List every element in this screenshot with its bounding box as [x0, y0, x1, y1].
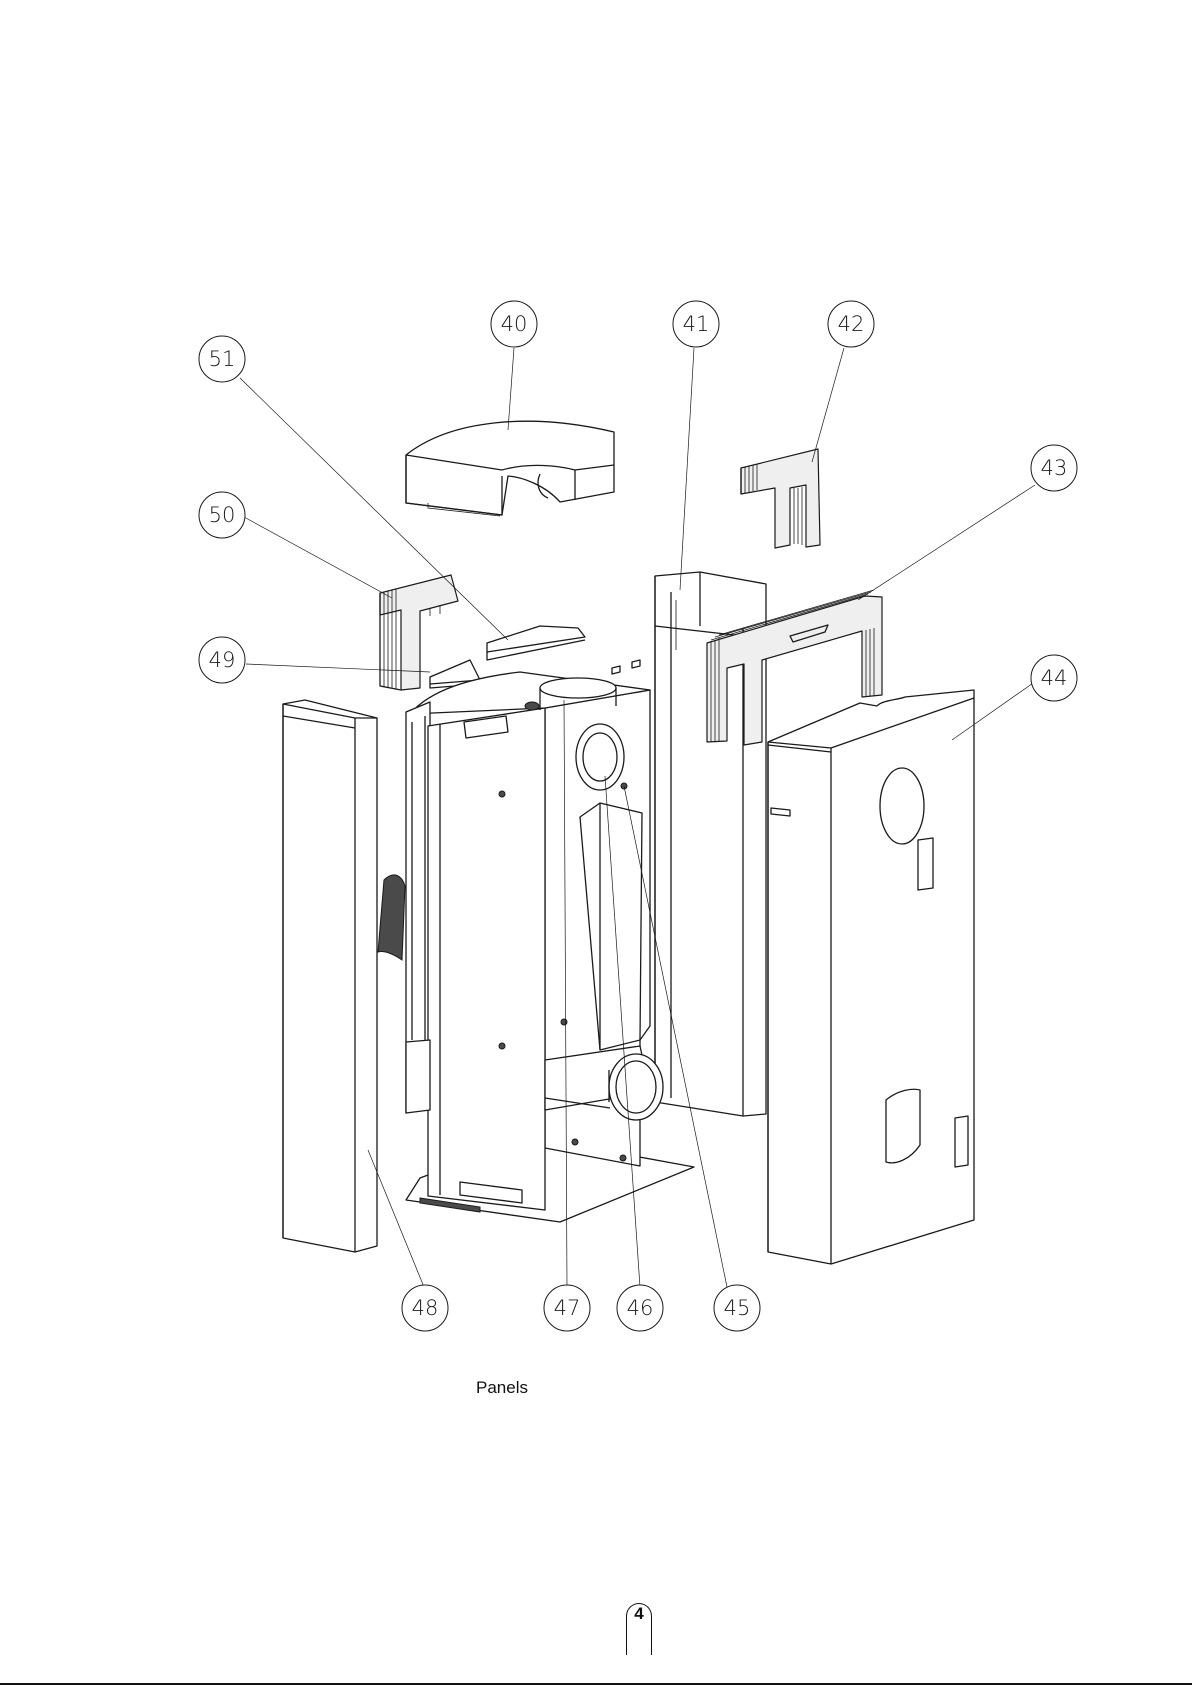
- callout-43: 43: [1031, 445, 1077, 491]
- callout-label-51: 51: [209, 347, 236, 371]
- callout-40: 40: [491, 301, 537, 347]
- callout-label-40: 40: [501, 312, 528, 336]
- callout-label-44: 44: [1041, 666, 1068, 690]
- part-51-top-bracket: [487, 626, 585, 660]
- callout-label-43: 43: [1041, 456, 1068, 480]
- callout-42: 42: [828, 301, 874, 347]
- callout-44: 44: [1031, 655, 1077, 701]
- part-40-top-cover: [406, 421, 614, 516]
- callout-49: 49: [199, 637, 245, 683]
- callout-label-46: 46: [627, 1296, 654, 1320]
- callout-label-50: 50: [209, 503, 236, 527]
- callout-label-41: 41: [683, 312, 710, 336]
- callout-51: 51: [199, 336, 245, 382]
- callout-45: 45: [714, 1285, 760, 1331]
- part-44-right-side-panel: [768, 690, 974, 1264]
- stove-body: [378, 660, 694, 1222]
- part-48-front-left-panel: [283, 700, 377, 1252]
- callout-label-45: 45: [724, 1296, 751, 1320]
- part-42-corner-frame: [741, 449, 820, 548]
- callout-label-49: 49: [209, 648, 236, 672]
- figure-caption: Panels: [476, 1378, 528, 1398]
- callout-label-48: 48: [412, 1296, 439, 1320]
- callout-50: 50: [199, 492, 245, 538]
- callout-label-47: 47: [554, 1296, 581, 1320]
- page-number: 4: [626, 1604, 652, 1624]
- callout-label-42: 42: [838, 312, 865, 336]
- callout-46: 46: [617, 1285, 663, 1331]
- callout-41: 41: [673, 301, 719, 347]
- callout-47: 47: [544, 1285, 590, 1331]
- callout-48: 48: [402, 1285, 448, 1331]
